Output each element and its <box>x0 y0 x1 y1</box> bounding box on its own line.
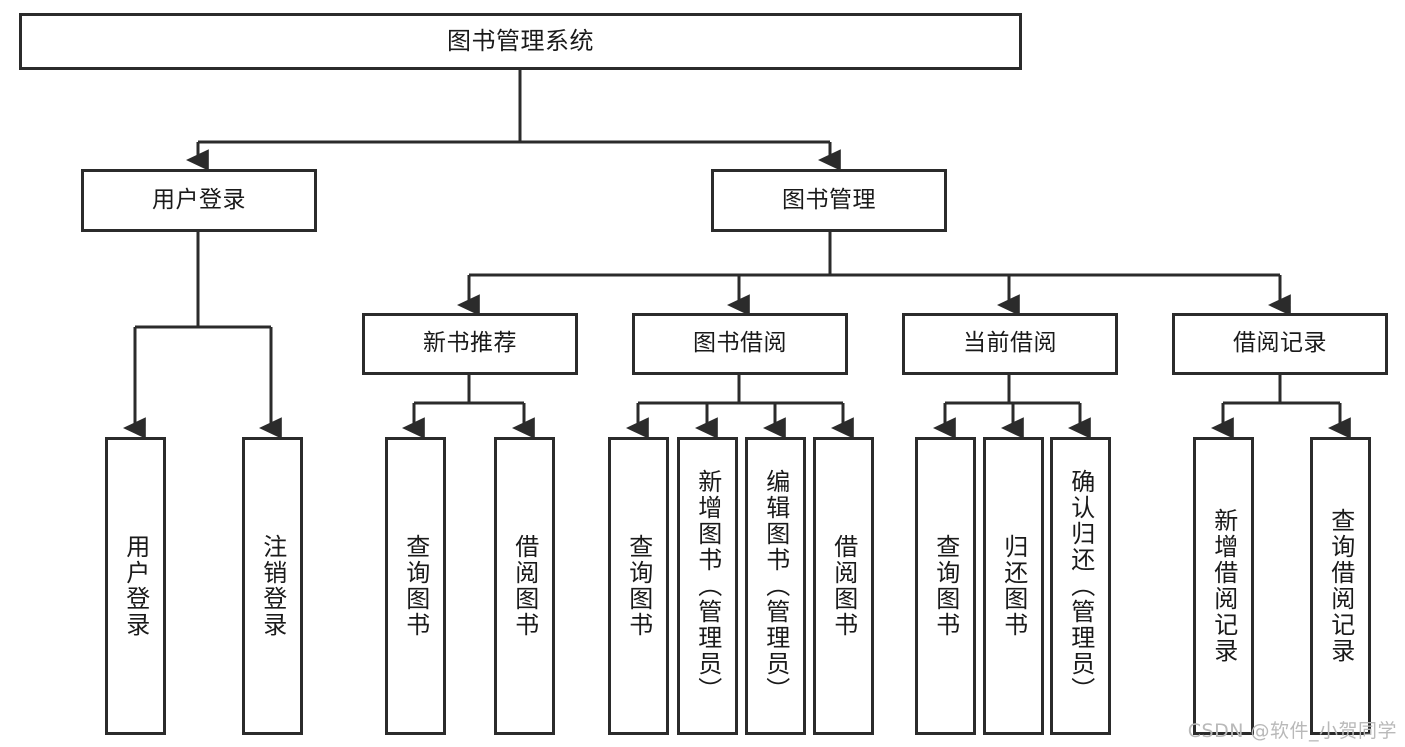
node-leaf-user-login[interactable]: 用户登录 <box>105 437 166 735</box>
node-leaf-query-book-recommend[interactable]: 查询图书 <box>385 437 446 735</box>
node-label: 用户登录 <box>121 534 150 638</box>
node-label: 编辑图书（管理员） <box>761 469 790 703</box>
node-leaf-edit-book-admin[interactable]: 编辑图书（管理员） <box>745 437 806 735</box>
node-leaf-borrow-book[interactable]: 借阅图书 <box>813 437 874 735</box>
node-borrow-record[interactable]: 借阅记录 <box>1172 313 1388 375</box>
watermark-text: CSDN @软件_小贺同学 <box>1187 720 1397 742</box>
node-label: 借阅记录 <box>1233 330 1327 357</box>
node-label: 确认归还（管理员） <box>1066 469 1095 703</box>
node-leaf-return-book[interactable]: 归还图书 <box>983 437 1044 735</box>
node-label: 查询图书 <box>931 534 960 638</box>
node-label: 借阅图书 <box>510 534 539 638</box>
node-book-borrow[interactable]: 图书借阅 <box>632 313 848 375</box>
node-label: 查询图书 <box>624 534 653 638</box>
node-label: 注销登录 <box>258 534 287 638</box>
node-root-book-management-system[interactable]: 图书管理系统 <box>19 13 1022 70</box>
node-leaf-borrow-book-recommend[interactable]: 借阅图书 <box>494 437 555 735</box>
node-label: 新书推荐 <box>423 330 517 357</box>
node-current-borrow[interactable]: 当前借阅 <box>902 313 1118 375</box>
node-label: 新增借阅记录 <box>1209 508 1238 664</box>
node-label: 图书管理系统 <box>447 27 594 56</box>
node-book-management[interactable]: 图书管理 <box>711 169 947 232</box>
node-label: 图书借阅 <box>693 330 787 357</box>
node-leaf-query-borrow-record[interactable]: 查询借阅记录 <box>1310 437 1371 735</box>
node-leaf-add-borrow-record[interactable]: 新增借阅记录 <box>1193 437 1254 735</box>
node-leaf-confirm-return-admin[interactable]: 确认归还（管理员） <box>1050 437 1111 735</box>
node-label: 用户登录 <box>152 186 246 213</box>
node-label: 新增图书（管理员） <box>693 469 722 703</box>
node-label: 当前借阅 <box>963 330 1057 357</box>
node-leaf-query-book-current[interactable]: 查询图书 <box>915 437 976 735</box>
node-label: 图书管理 <box>782 186 876 213</box>
node-label: 借阅图书 <box>829 534 858 638</box>
node-user-login[interactable]: 用户登录 <box>81 169 317 232</box>
node-leaf-logout-login[interactable]: 注销登录 <box>242 437 303 735</box>
node-label: 查询借阅记录 <box>1326 508 1355 664</box>
node-label: 查询图书 <box>401 534 430 638</box>
node-leaf-add-book-admin[interactable]: 新增图书（管理员） <box>677 437 738 735</box>
node-label: 归还图书 <box>999 534 1028 638</box>
node-leaf-query-book-borrow[interactable]: 查询图书 <box>608 437 669 735</box>
node-new-book-recommend[interactable]: 新书推荐 <box>362 313 578 375</box>
